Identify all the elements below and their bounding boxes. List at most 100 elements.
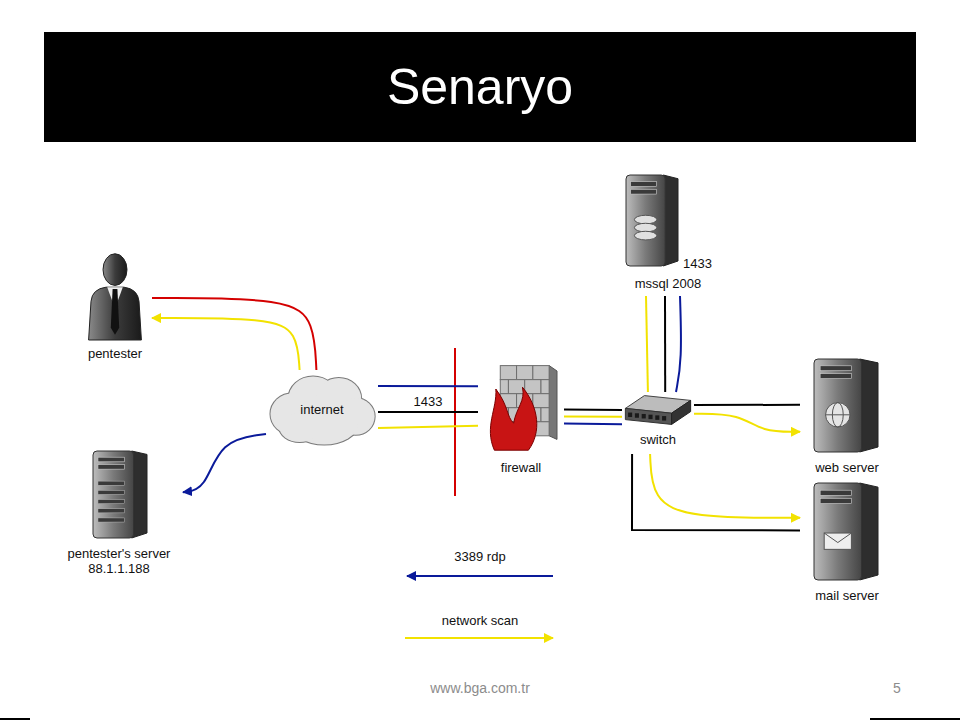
node-label: pentester's server 88.1.1.188 — [59, 546, 179, 576]
switch-icon — [624, 394, 692, 426]
graphic-part — [541, 408, 549, 422]
graphic-part — [642, 414, 646, 418]
graphic-part — [655, 415, 659, 419]
server-body — [93, 451, 147, 538]
graphic-part — [517, 366, 533, 380]
connector — [152, 318, 300, 370]
node-label: switch — [640, 432, 676, 447]
connector — [378, 426, 478, 428]
graphic-part — [98, 500, 125, 504]
graphic-part — [279, 413, 319, 442]
web-icon — [812, 356, 880, 454]
graphic-part — [490, 387, 536, 450]
legend-text: 3389 rdp — [454, 549, 505, 564]
connector — [378, 411, 478, 413]
connector — [632, 454, 800, 530]
graphic-part — [860, 359, 878, 452]
graphic-part — [98, 518, 125, 522]
connector — [564, 416, 622, 418]
node-label: web server — [815, 460, 879, 475]
mail-server: mail server — [800, 480, 894, 606]
graphic-part — [631, 182, 657, 187]
graphic-part — [662, 416, 666, 420]
port-label: 1433 — [412, 395, 445, 409]
node-label: mail server — [815, 588, 879, 603]
graphic-part — [635, 413, 639, 417]
database-server: 1433 mssql 2008 — [618, 172, 718, 296]
graphic-part — [533, 366, 549, 380]
graphic-part — [814, 359, 862, 452]
graphic-part — [533, 394, 549, 408]
mail-icon — [812, 480, 880, 582]
node-label: mssql 2008 — [635, 276, 701, 291]
graphic-part — [541, 380, 549, 394]
legend-samples — [405, 576, 553, 638]
graphic-part — [820, 374, 851, 379]
connector — [183, 434, 266, 492]
graphic-part — [549, 366, 557, 440]
graphic-part — [500, 366, 516, 380]
title-bar — [44, 32, 916, 142]
graphic-part — [93, 451, 134, 538]
graphic-part — [89, 287, 142, 340]
web-server: web server — [800, 356, 894, 478]
graphic-part — [625, 408, 671, 424]
graphic-part — [98, 509, 125, 513]
firewall-node: firewall — [478, 362, 564, 478]
graphic-part — [98, 481, 125, 485]
graphic-part — [279, 413, 319, 442]
server-icon — [91, 448, 149, 540]
port-label: 1433 — [683, 256, 712, 271]
internet-cloud: internet — [266, 370, 378, 450]
graphic-part — [98, 490, 125, 494]
slide-title: Senaryo — [387, 58, 573, 116]
graphic-part — [634, 223, 656, 232]
node-label: firewall — [501, 460, 541, 475]
graphic-part — [98, 457, 125, 462]
graphic-part — [826, 403, 850, 427]
graphic-part — [860, 483, 878, 580]
graphic-part — [634, 215, 656, 224]
page-number: 5 — [893, 681, 901, 696]
connector — [676, 296, 681, 392]
graphic-part — [628, 413, 632, 417]
graphic-part — [824, 533, 851, 543]
server-body — [814, 483, 878, 580]
legend-line — [407, 575, 553, 577]
connector — [564, 422, 622, 425]
frame-line — [0, 718, 30, 720]
graphic-part — [826, 414, 850, 415]
graphic-part — [820, 498, 851, 503]
server-node: pentester's server 88.1.1.188 — [57, 448, 183, 578]
graphic-part — [648, 415, 652, 419]
connector — [694, 404, 800, 406]
graphic-part — [634, 231, 656, 240]
graphic-part — [111, 289, 119, 335]
pentester-node: pentester — [78, 252, 152, 364]
graphic-part — [500, 380, 508, 394]
connector — [664, 296, 666, 392]
connector — [378, 385, 478, 387]
graphic-part — [525, 380, 541, 394]
person-icon — [85, 252, 145, 340]
connector — [564, 409, 622, 411]
connector — [646, 296, 648, 392]
db-icon — [624, 172, 680, 268]
graphic-part — [508, 380, 524, 394]
graphic-part — [820, 366, 851, 371]
firewall-icon — [484, 362, 558, 452]
connector — [650, 454, 800, 518]
graphic-part — [820, 490, 851, 495]
legend-line — [405, 637, 553, 639]
graphic-part — [631, 189, 657, 194]
server-body — [626, 175, 678, 266]
server-body — [814, 359, 878, 452]
boundary-line — [454, 348, 456, 496]
footer-url: www.bga.com.tr — [430, 681, 530, 696]
connector — [152, 298, 316, 370]
connector — [694, 414, 800, 432]
graphic-part — [98, 465, 125, 470]
node-label: internet — [300, 402, 343, 417]
